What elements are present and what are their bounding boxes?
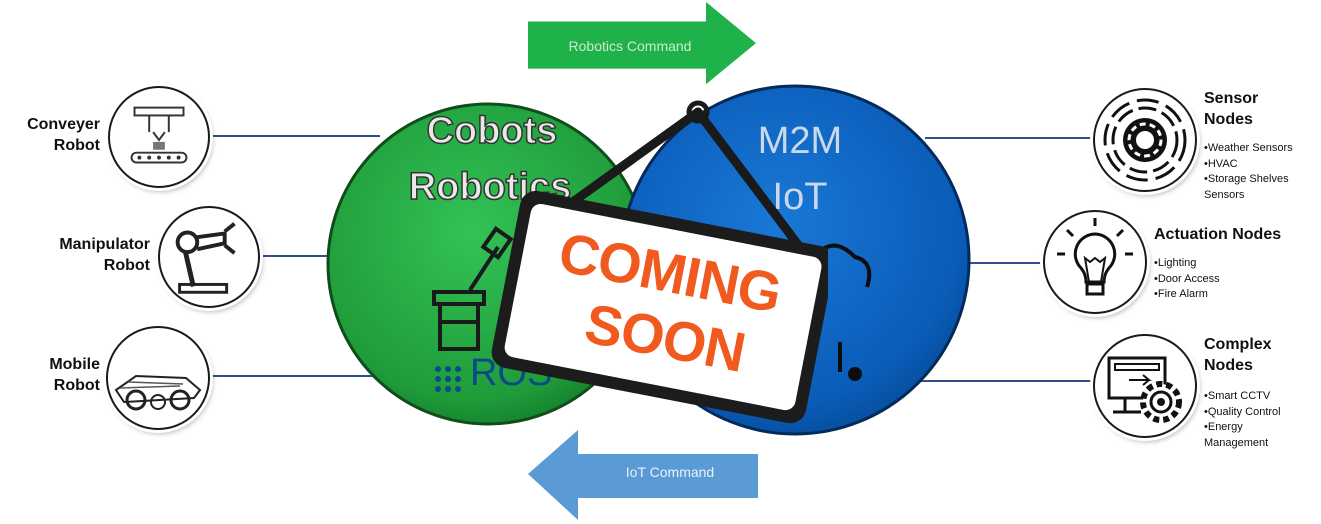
sensor-nodes-title: Sensor Nodes: [1204, 90, 1259, 128]
list-item: •Smart CCTV: [1204, 390, 1271, 402]
m2m-label: M2M: [757, 120, 843, 162]
sensor-icon: [1093, 88, 1197, 192]
list-item: •Door Access: [1154, 272, 1220, 285]
coming-soon-sign: [491, 100, 828, 424]
robot-arm-icon: [158, 206, 260, 308]
list-item: •HVAC: [1204, 157, 1238, 170]
mobile-robot-icon: [106, 326, 210, 430]
iot-command-arrow: [528, 430, 758, 520]
list-item: •Weather Sensors: [1204, 142, 1293, 154]
computer-gear-icon: [1093, 334, 1197, 438]
robotics-command-arrow: [528, 2, 756, 85]
iot-command-label: IoT Command: [625, 464, 715, 480]
connector-mobile: [208, 375, 378, 377]
robot-welder-icon: [432, 226, 514, 351]
iot-label: IoT: [772, 176, 828, 218]
conveyer-robot-label: Conveyer Robot: [27, 116, 100, 154]
list-item: •Storage Shelves Sensors: [1204, 173, 1289, 201]
manipulator-robot-label: Manipulator Robot: [59, 236, 150, 274]
complex-nodes-list: •Smart CCTV •Quality Control •Energy Man…: [1204, 389, 1281, 451]
connector-complex: [920, 380, 1095, 382]
connector-actuation: [965, 262, 1045, 264]
ros-logo-icon: [435, 366, 461, 392]
sensor-nodes-list: •Weather Sensors •HVAC •Storage Shelves …: [1204, 141, 1293, 203]
list-item: •Quality Control: [1204, 405, 1281, 418]
connector-sensor: [925, 137, 1095, 139]
actuation-nodes-list: •Lighting •Door Access •Fire Alarm: [1154, 256, 1220, 303]
actuation-nodes-title: Actuation Nodes: [1154, 226, 1282, 243]
robotics-command-label: Robotics Command: [568, 38, 692, 54]
list-item: •Lighting: [1154, 257, 1197, 269]
connector-manipulator: [258, 255, 333, 257]
list-item: •Fire Alarm: [1154, 288, 1208, 300]
conveyer-robot-icon: [108, 86, 210, 188]
cobots-label: Cobots: [426, 109, 558, 153]
connector-conveyer: [205, 135, 380, 137]
complex-nodes-title: Complex Nodes: [1204, 336, 1272, 374]
mobile-robot-label: Mobile Robot: [49, 356, 100, 394]
list-item: •Energy Management: [1204, 421, 1269, 449]
lightbulb-icon: [1043, 210, 1147, 314]
